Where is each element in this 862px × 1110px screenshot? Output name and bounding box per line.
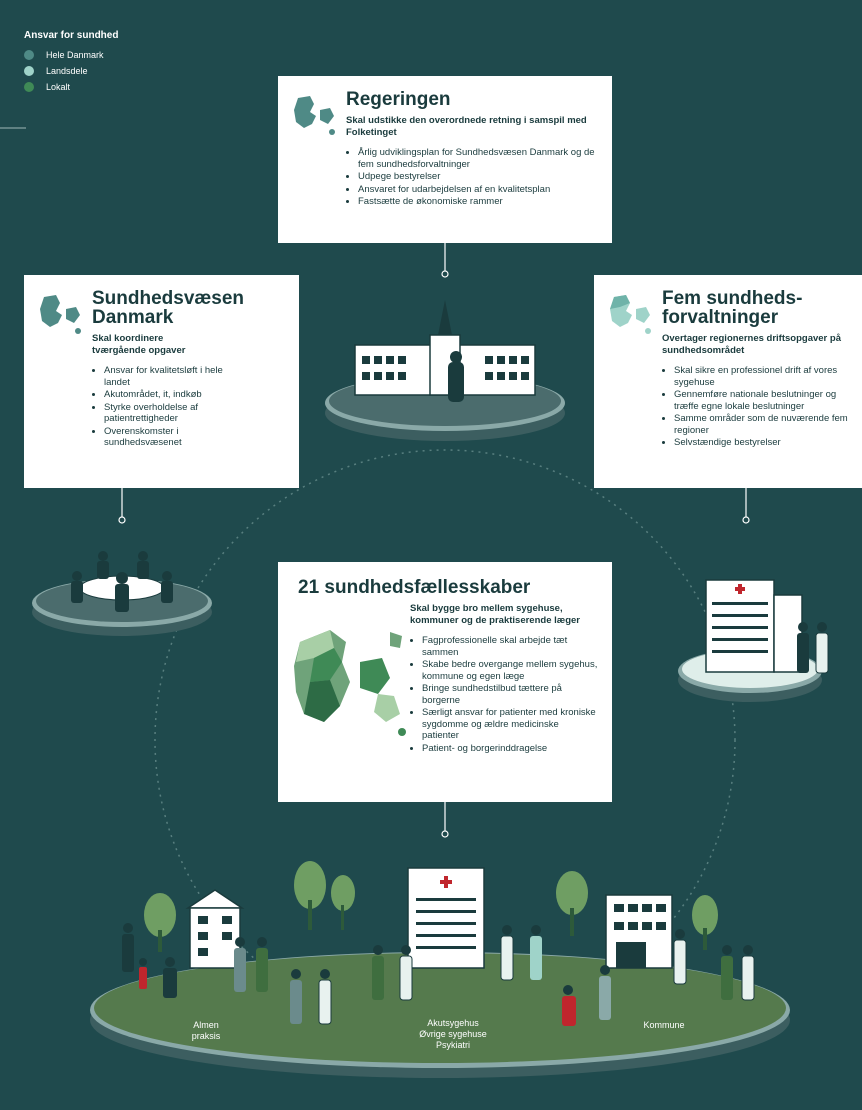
bullet-item: Samme områder som de nuværende fem regio… <box>674 413 854 436</box>
legend-item-hele-danmark: Hele Danmark <box>24 50 118 60</box>
legend-item-lokalt: Lokalt <box>24 82 118 92</box>
bullet-item: Skal sikre en professionel drift af vore… <box>674 365 854 388</box>
government-building <box>354 300 536 402</box>
card-subtitle: Skal bygge bro mellem sygehuse, kommuner… <box>410 603 580 626</box>
bullet-item: Patient- og borgerinddragelse <box>422 743 598 755</box>
government-platform <box>325 300 565 441</box>
municipality-building <box>605 894 673 969</box>
bullet-item: Fastsætte de økonomiske rammer <box>358 196 596 208</box>
connector-dot <box>742 516 750 524</box>
card-bullets: Fagprofessionelle skal arbejde tæt samme… <box>410 635 598 754</box>
legend-label: Lokalt <box>46 82 71 92</box>
legend-dot <box>24 66 34 76</box>
bullet-item: Gennemføre nationale beslutninger og træ… <box>674 389 854 412</box>
bullet-item: Ansvaret for udarbejdelsen af en kvalite… <box>358 184 596 196</box>
bullet-item: Styrke overholdelse af patientrettighede… <box>104 402 244 425</box>
card-subtitle: Skal udstikke den overordnede retning i … <box>346 115 587 138</box>
bullet-item: Fagprofessionelle skal arbejde tæt samme… <box>422 635 598 658</box>
card-bullets: Skal sikre en professionel drift af vore… <box>662 365 854 449</box>
clinic-building <box>185 889 245 969</box>
local-platform <box>90 861 790 1078</box>
card-bullets: Ansvar for kvalitetsløft i hele landet A… <box>92 365 244 449</box>
label-almen-praksis: Almen praksis <box>191 1020 221 1041</box>
acute-hospital-building <box>407 867 485 969</box>
denmark-map-icon <box>40 295 81 334</box>
denmark-map-icon <box>294 96 335 135</box>
bullet-item: Ansvar for kvalitetsløft i hele landet <box>104 365 244 388</box>
legend-label: Hele Danmark <box>46 50 104 60</box>
bullet-item: Udpege bestyrelser <box>358 171 596 183</box>
denmark-map-icon <box>610 295 651 334</box>
connector-dot <box>441 830 449 838</box>
bullet-item: Særligt ansvar for patienter med kronisk… <box>422 707 598 742</box>
bullet-item: Selvstændige bestyrelser <box>674 437 854 449</box>
card-title: 21 sundhedsfællesskaber <box>298 577 531 598</box>
card-regeringen: Regeringen Skal udstikke den overordnede… <box>278 76 612 243</box>
card-forvaltninger: Fem sundheds-forvaltninger Overtager reg… <box>594 275 862 488</box>
label-akutsygehus: Akutsygehus Øvrige sygehuse Psykiatri <box>419 1018 487 1050</box>
label-kommune: Kommune <box>643 1020 685 1030</box>
card-subtitle: Skal koordinere tværgående opgaver <box>92 333 186 356</box>
connector-dot <box>118 516 126 524</box>
legend-item-landsdele: Landsdele <box>24 66 118 76</box>
bullet-item: Akutområdet, it, indkøb <box>104 389 244 401</box>
trees <box>144 861 718 952</box>
hospital-platform <box>678 579 829 702</box>
card-title: Fem sundheds-forvaltninger <box>662 288 803 328</box>
people <box>122 923 755 1026</box>
card-bullets: Årlig udviklingsplan for Sundhedsvæsen D… <box>346 147 596 208</box>
card-sundhedsvaesen: Sundhedsvæsen Danmark Skal koordinere tv… <box>24 275 299 488</box>
legend-dot <box>24 50 34 60</box>
legend: Ansvar for sundhed Hele Danmark Landsdel… <box>24 30 118 98</box>
bullet-item: Overenskomster i sundhedsvæsenet <box>104 426 244 449</box>
bullet-item: Årlig udviklingsplan for Sundhedsvæsen D… <box>358 147 596 170</box>
connector-dot <box>441 270 449 278</box>
bullet-item: Bringe sundhedstilbud tættere på borgern… <box>422 683 598 706</box>
denmark-regions-map-icon <box>294 630 406 736</box>
meeting-platform <box>32 551 212 636</box>
bullet-item: Skabe bedre overgange mellem sygehus, ko… <box>422 659 598 682</box>
legend-dot <box>24 82 34 92</box>
legend-title: Ansvar for sundhed <box>24 30 119 41</box>
legend-label: Landsdele <box>46 66 88 76</box>
card-title: Sundhedsvæsen Danmark <box>92 288 245 328</box>
card-title: Regeringen <box>346 89 451 110</box>
card-faellesskaber: 21 sundhedsfællesskaber Skal bygge bro m… <box>278 562 612 802</box>
card-subtitle: Overtager regionernes driftsopgaver på s… <box>662 333 841 356</box>
